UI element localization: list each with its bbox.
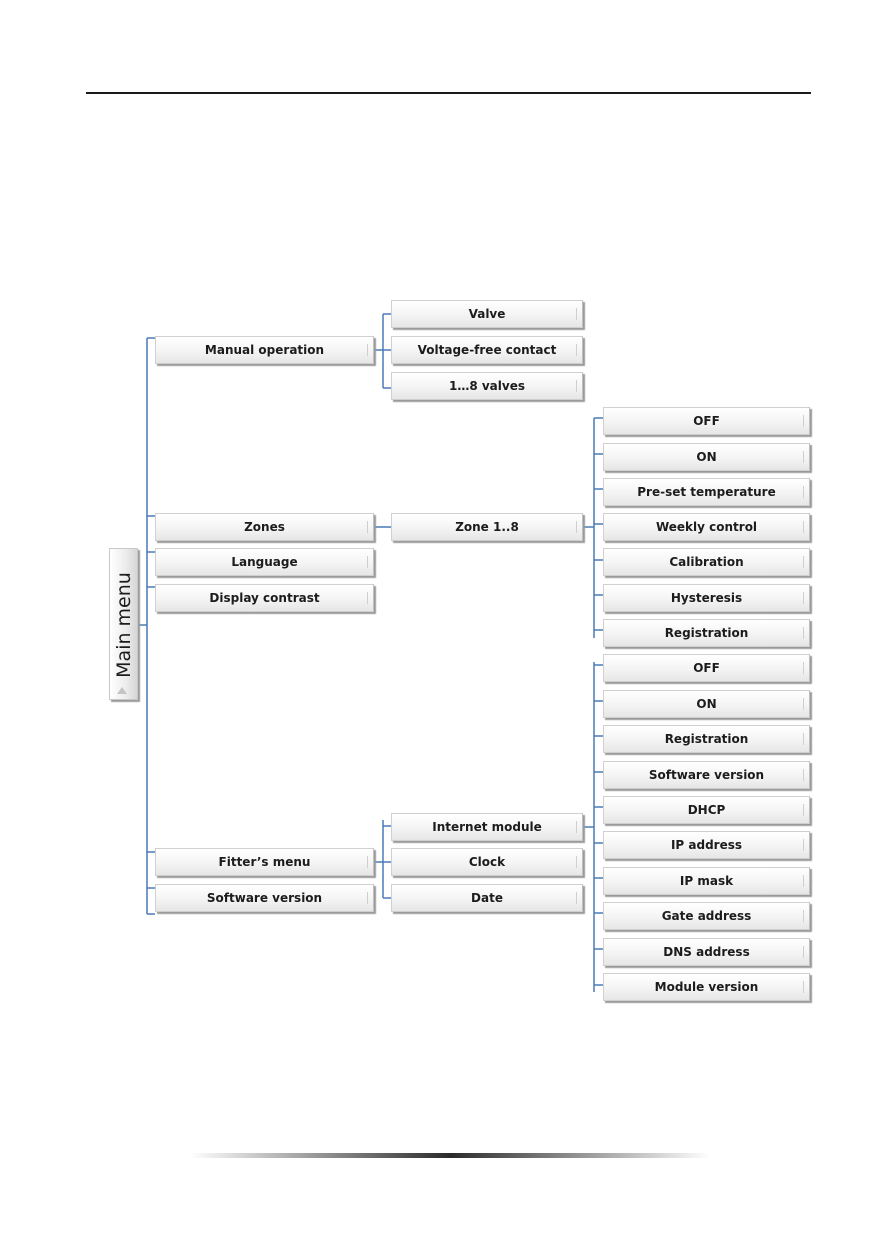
main-menu-label: Main menu [113,572,135,678]
node-fitters-menu: Fitter’s menu [155,848,374,876]
footer-rule [190,1153,710,1158]
triangle-up-icon [117,687,127,694]
zone-option-hysteresis: Hysteresis [603,584,810,612]
internet-option-ip-address: IP address [603,831,810,859]
internet-option-ip-mask: IP mask [603,867,810,895]
node-manual-operation: Manual operation [155,336,374,364]
internet-option-dns-address: DNS address [603,938,810,966]
node-date: Date [391,884,583,912]
node-display-contrast: Display contrast [155,584,374,612]
node-1-8-valves: 1…8 valves [391,372,583,400]
zone-option-off: OFF [603,407,810,435]
node-internet-module: Internet module [391,813,583,841]
header-rule [86,92,811,94]
node-zone-1-8: Zone 1..8 [391,513,583,541]
internet-option-software-version: Software version [603,761,810,789]
main-menu-node: Main menu [109,548,138,700]
node-language: Language [155,548,374,576]
internet-option-on: ON [603,690,810,718]
internet-option-off: OFF [603,654,810,682]
zone-option-on: ON [603,443,810,471]
internet-option-registration: Registration [603,725,810,753]
zone-option-registration: Registration [603,619,810,647]
zone-option-pre-set-temperature: Pre-set temperature [603,478,810,506]
node-valve: Valve [391,300,583,328]
node-zones: Zones [155,513,374,541]
node-software-version: Software version [155,884,374,912]
node-clock: Clock [391,848,583,876]
internet-option-gate-address: Gate address [603,902,810,930]
zone-option-calibration: Calibration [603,548,810,576]
internet-option-module-version: Module version [603,973,810,1001]
internet-option-dhcp: DHCP [603,796,810,824]
node-voltage-free-contact: Voltage-free contact [391,336,583,364]
zone-option-weekly-control: Weekly control [603,513,810,541]
